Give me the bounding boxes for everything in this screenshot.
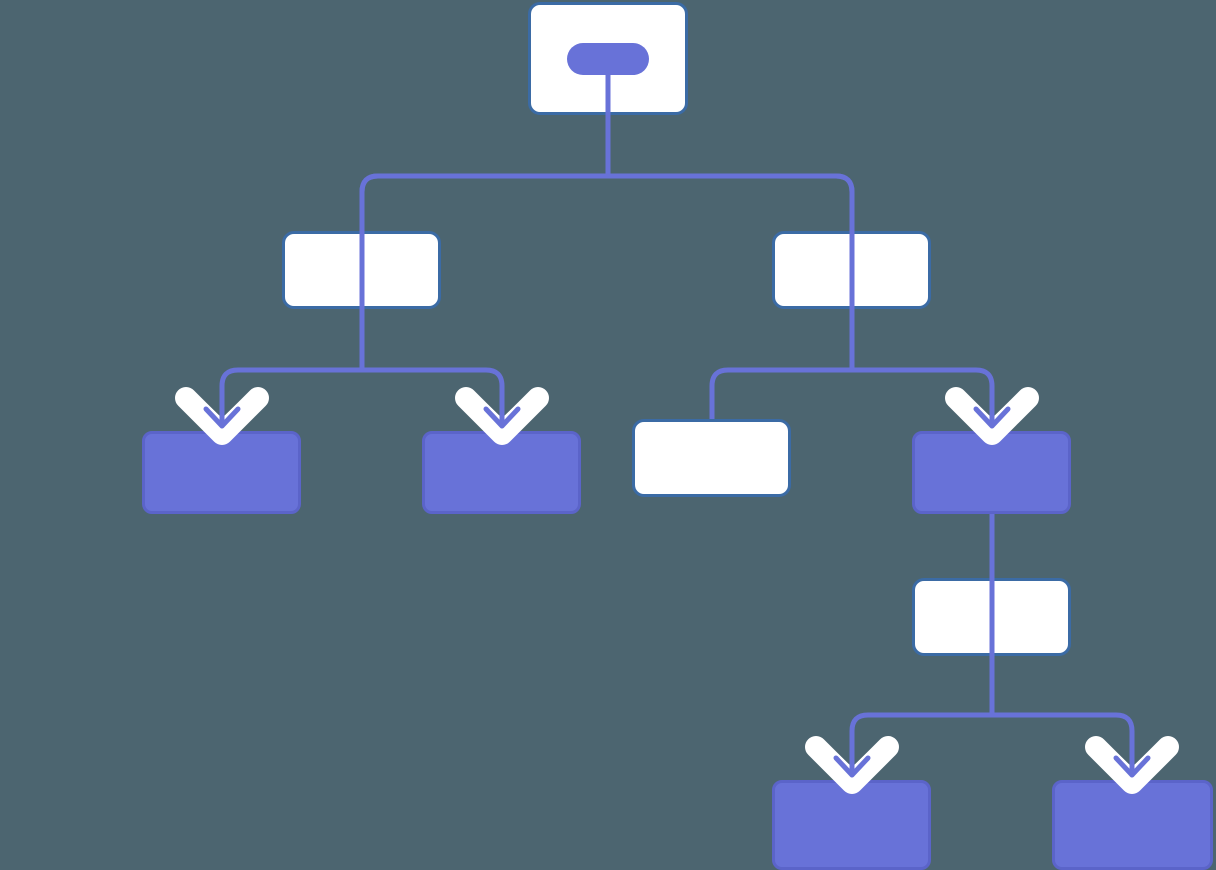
right-child-white[interactable]	[632, 419, 791, 497]
bottom-leaf-a[interactable]	[772, 780, 931, 870]
left-leaf-b[interactable]	[422, 431, 581, 514]
edge-sub-to-leaf-a	[849, 665, 995, 775]
right-child-purple[interactable]	[912, 431, 1071, 514]
left-branch-node[interactable]	[282, 231, 441, 309]
edge-right-to-purple	[852, 367, 995, 425]
left-leaf-a[interactable]	[142, 431, 301, 514]
edge-sub-to-leaf-b	[992, 712, 1135, 775]
root-node[interactable]	[528, 2, 688, 115]
root-node-pill-icon	[567, 43, 649, 75]
right-branch-node[interactable]	[772, 231, 931, 309]
right-sub-node[interactable]	[912, 578, 1071, 656]
edge-left-to-leaf-b	[362, 367, 505, 425]
bottom-leaf-b[interactable]	[1052, 780, 1213, 870]
edge-right-to-white	[709, 318, 855, 419]
edge-left-to-leaf-a	[219, 318, 365, 425]
